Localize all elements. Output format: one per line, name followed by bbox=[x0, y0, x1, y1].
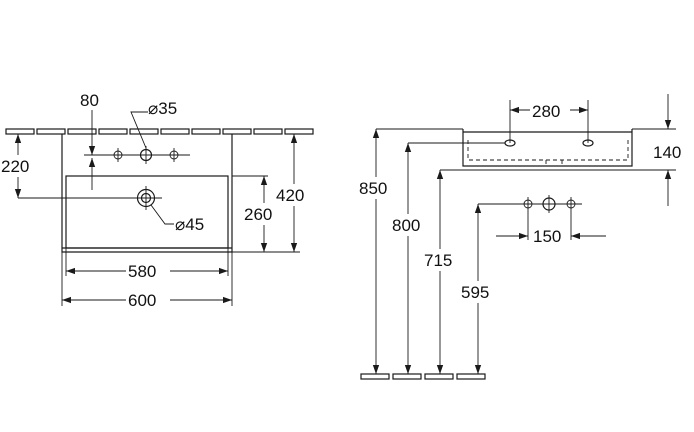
dim-850-label: 850 bbox=[359, 179, 387, 198]
dim-45-label: ⌀45 bbox=[175, 215, 204, 234]
dim-220-label: 220 bbox=[1, 157, 29, 176]
dim-35-leader bbox=[130, 111, 148, 149]
basin-hidden-bowl bbox=[467, 140, 629, 166]
dim-150-label: 150 bbox=[533, 227, 561, 246]
front-elevation-view: 80 ⌀35 220 ⌀45 260 420 580 600 bbox=[0, 91, 314, 311]
side-elevation-view: 280 140 150 850 800 bbox=[358, 94, 681, 380]
dim-600-label: 600 bbox=[128, 291, 156, 310]
basin-side-profile bbox=[462, 129, 633, 167]
dim-420-label: 420 bbox=[276, 186, 304, 205]
dim-280-label: 280 bbox=[532, 102, 560, 121]
dim-140-label: 140 bbox=[653, 143, 681, 162]
dim-80-label: 80 bbox=[80, 91, 99, 110]
floor-tiles bbox=[360, 373, 486, 380]
dim-715-label: 715 bbox=[424, 251, 452, 270]
dim-800-label: 800 bbox=[392, 216, 420, 235]
dim-580-label: 580 bbox=[128, 262, 156, 281]
basin-bowl bbox=[65, 175, 229, 249]
wall-tiles-top bbox=[5, 128, 314, 135]
dim-595-label: 595 bbox=[461, 283, 489, 302]
dim-35-label: ⌀35 bbox=[148, 99, 177, 118]
trap-fittings bbox=[523, 195, 576, 213]
dim-45-leader bbox=[150, 204, 174, 225]
tap-holes bbox=[84, 146, 190, 164]
dim-260-label: 260 bbox=[244, 205, 272, 224]
basin-outer-outline bbox=[61, 134, 233, 253]
